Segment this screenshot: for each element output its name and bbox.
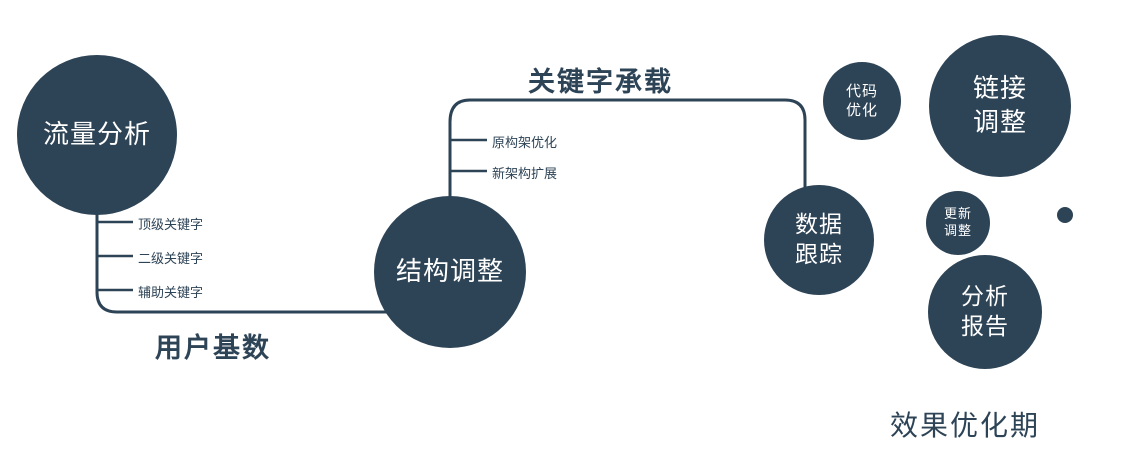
node-link-adjustment-label: 链接 调整 [972, 73, 1027, 137]
node-structure-adjust-label: 结构调整 [395, 256, 504, 287]
branch-label-secondary-keywords: 二级关键字 [138, 251, 204, 266]
node-data-tracking-label: 数据 跟踪 [795, 211, 843, 267]
node-code-optimization: 代码 优化 [823, 62, 901, 140]
structure-branch-ticks [450, 138, 487, 173]
node-code-optimization-label: 代码 优化 [845, 82, 878, 120]
node-update-adjustment-label: 更新 调整 [943, 206, 972, 238]
edge-label-user-base: 用户基数 [155, 333, 271, 363]
node-analysis-report: 分析 报告 [928, 255, 1042, 369]
node-traffic-analysis: 流量分析 [17, 55, 177, 215]
branch-label-new-architecture: 新架构扩展 [492, 166, 558, 181]
user-base-edge-line [95, 195, 400, 314]
node-analysis-report-label: 分析 报告 [961, 283, 1009, 339]
traffic-branch-ticks [97, 220, 133, 292]
node-data-tracking: 数据 跟踪 [764, 185, 874, 295]
dot-marker [1057, 207, 1073, 223]
branch-label-original-architecture: 原构架优化 [492, 135, 558, 150]
branch-label-top-keywords: 顶级关键字 [138, 217, 204, 232]
node-traffic-analysis-label: 流量分析 [42, 119, 151, 150]
footer-phase-label: 效果优化期 [890, 410, 1041, 441]
node-link-adjustment: 链接 调整 [929, 35, 1071, 177]
branch-label-auxiliary-keywords: 辅助关键字 [138, 285, 204, 300]
edge-label-keyword-bearing: 关键字承载 [528, 67, 673, 97]
keyword-bearing-edge-line [448, 98, 807, 205]
node-update-adjustment: 更新 调整 [926, 191, 990, 255]
node-structure-adjust: 结构调整 [374, 196, 526, 348]
